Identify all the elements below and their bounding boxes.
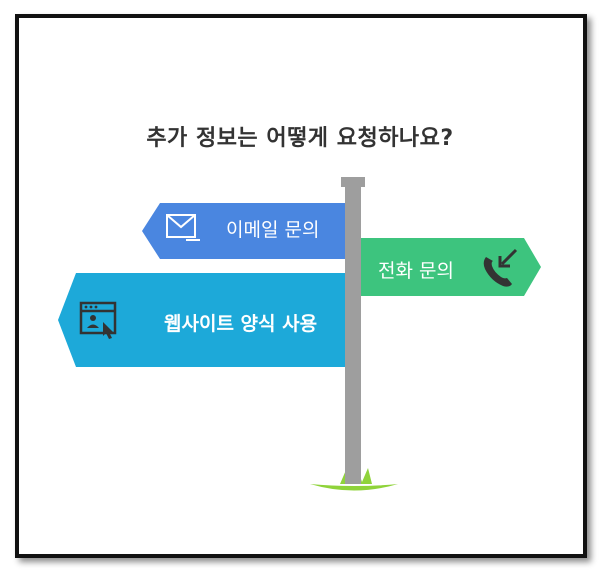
- phone-sign-label: 전화 문의: [378, 260, 454, 282]
- signpost-pole: [345, 186, 361, 484]
- phone-incoming-icon: [483, 248, 518, 287]
- grass-base: [310, 484, 398, 491]
- diagram-title: 추가 정보는 어떻게 요청하나요?: [146, 126, 454, 151]
- signpost-cap: [341, 177, 365, 187]
- email-sign-label: 이메일 문의: [226, 219, 320, 241]
- envelope-icon: [166, 214, 200, 241]
- website-sign: [58, 273, 345, 367]
- web-form-icon: [79, 301, 117, 339]
- website-sign-label: 웹사이트 양식 사용: [164, 313, 318, 335]
